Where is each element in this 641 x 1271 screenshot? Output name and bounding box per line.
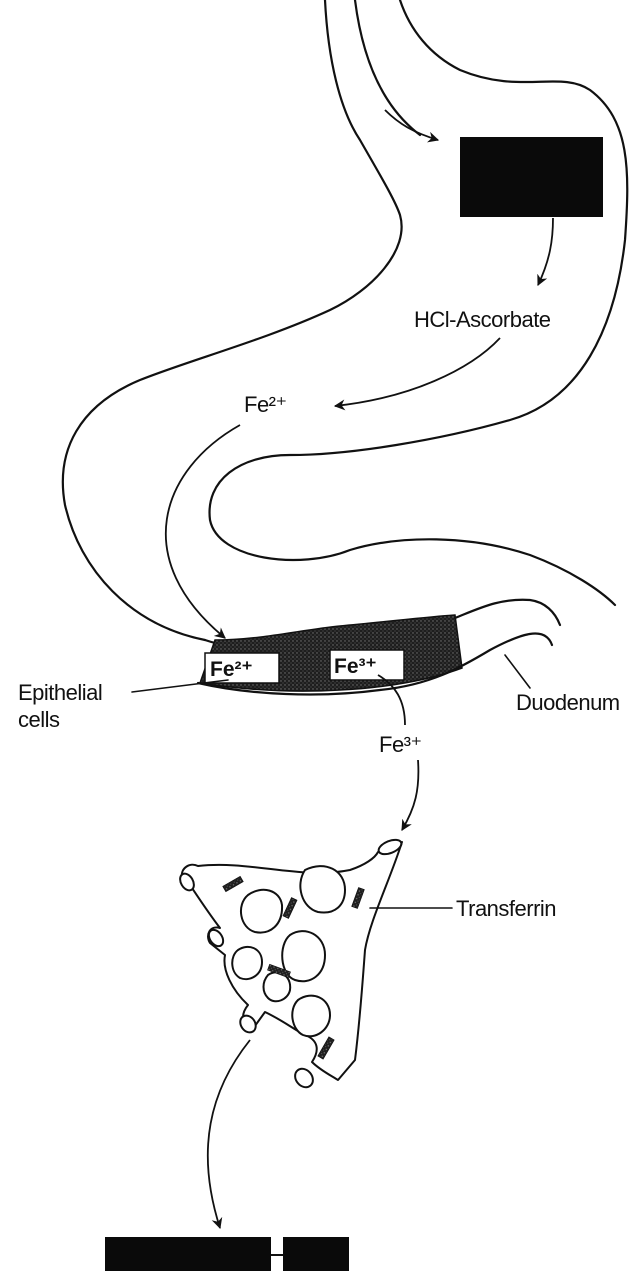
- transferrin-label: Transferrin: [456, 896, 556, 921]
- duodenum: Fe²⁺ Fe³⁺: [198, 600, 560, 695]
- vessel-gap-5: [292, 996, 330, 1037]
- blood-vessel-network: [177, 837, 403, 1091]
- vessel-gap-4: [232, 947, 262, 979]
- box-to-hcl-arrow: [538, 218, 553, 285]
- esophagus-left-wall: [63, 0, 402, 640]
- fe2-to-duodenum-arrow: [166, 425, 240, 638]
- hcl-to-fe2-arrow: [335, 338, 500, 406]
- fe3-to-vessel-arrow: [402, 760, 418, 830]
- vessel-gap-2: [300, 866, 345, 912]
- stomach-redacted-box: [460, 137, 603, 217]
- vessel-to-destination-arrow: [208, 1040, 250, 1228]
- epithelial-label-line2: cells: [18, 707, 60, 732]
- vessel-gap-1: [241, 890, 282, 933]
- fe3-blood-label: Fe³⁺: [379, 732, 422, 757]
- esophagus-inner-fold: [355, 0, 420, 135]
- esophagus-entry-arrow: [385, 110, 438, 140]
- vessel-entry-opening: [377, 837, 404, 857]
- hcl-ascorbate-label: HCl-Ascorbate: [414, 307, 551, 332]
- vessel-exit-bottom: [291, 1065, 316, 1091]
- fe2-cell-label: Fe²⁺: [210, 658, 253, 681]
- destination-redacted-box-left: [105, 1237, 271, 1271]
- fe2-stomach-label: Fe²⁺: [244, 392, 287, 417]
- duodenum-leader-line: [505, 655, 530, 688]
- esophagus-right-wall: [210, 0, 628, 605]
- destination-redacted-box-right: [283, 1237, 349, 1271]
- epithelial-label-line1: Epithelial: [18, 680, 102, 705]
- fe3-cell-label: Fe³⁺: [334, 655, 377, 678]
- duodenum-inner-wall: [455, 600, 560, 625]
- duodenum-label: Duodenum: [516, 690, 620, 715]
